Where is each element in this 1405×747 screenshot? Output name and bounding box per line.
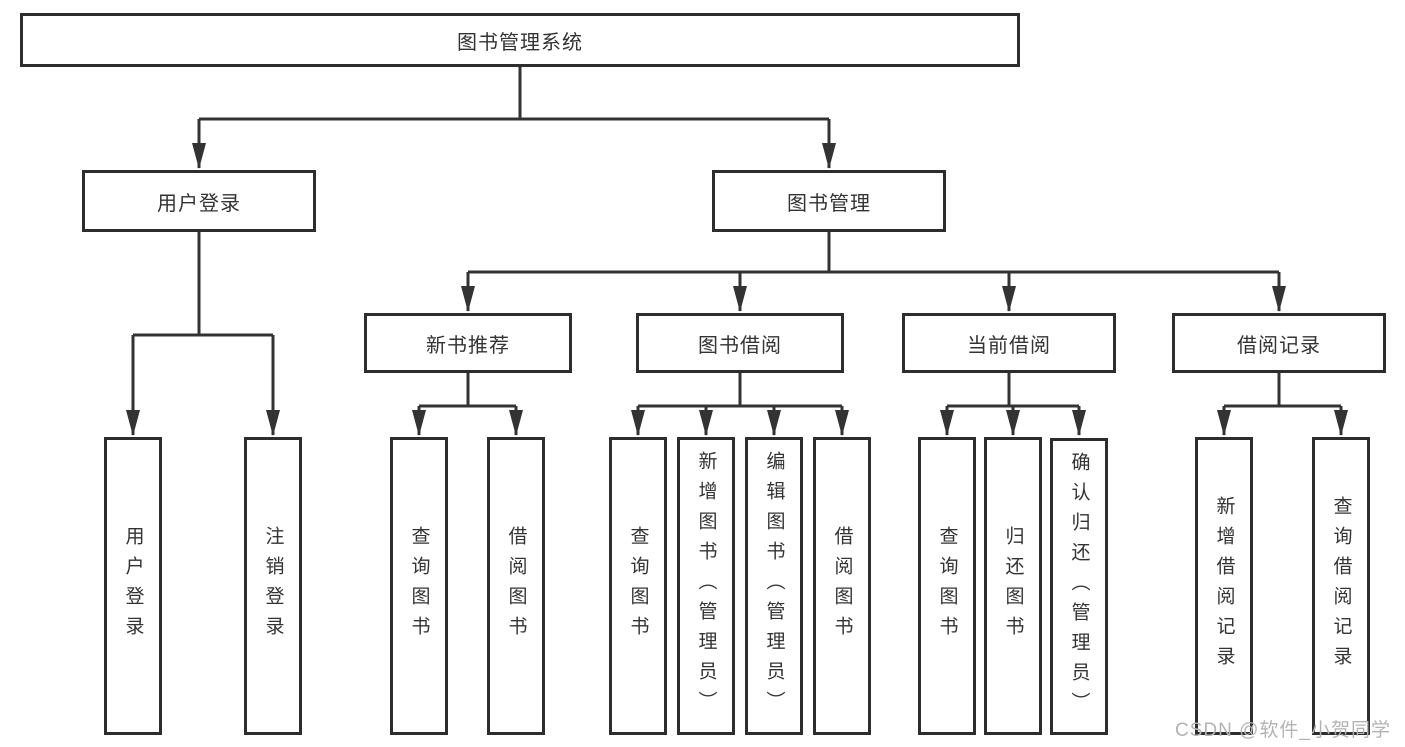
leaf-query-borrow-record-label: 查询借阅记录 [1330,496,1352,676]
leaf-recommend-borrow-book-label: 借阅图书 [505,526,527,646]
leaf-return-book: 归还图书 [984,437,1042,735]
node-current-borrowing-label: 当前借阅 [967,334,1051,357]
connector-borrow-to-leaves [631,373,849,436]
node-book-borrowing-label: 图书借阅 [698,334,782,357]
node-root: 图书管理系统 [20,13,1020,67]
leaf-add-borrow-record: 新增借阅记录 [1195,437,1253,735]
connector-root-to-level2 [192,67,836,169]
leaf-recommend-borrow-book: 借阅图书 [487,437,545,735]
connector-current-to-leaves [940,373,1086,436]
csdn-watermark: CSDN @软件_小贺同学 [1175,720,1391,741]
leaf-confirm-return-admin-label: 确认归还（管理员） [1068,451,1090,722]
node-borrowing-records-label: 借阅记录 [1237,334,1321,357]
node-user-login: 用户登录 [82,170,316,232]
leaf-edit-book-admin-label: 编辑图书（管理员） [763,451,785,721]
node-book-borrowing: 图书借阅 [636,313,844,373]
leaf-add-borrow-record-label: 新增借阅记录 [1213,496,1235,676]
connector-recommend-to-leaves [412,373,523,436]
leaf-recommend-query-book: 查询图书 [390,437,448,735]
node-new-book-recommend-label: 新书推荐 [426,334,510,357]
node-user-login-label: 用户登录 [157,192,241,215]
leaf-user-login-label: 用户登录 [122,526,144,646]
leaf-current-query-book: 查询图书 [918,437,976,735]
node-borrowing-records: 借阅记录 [1172,313,1386,373]
leaf-user-login: 用户登录 [104,437,162,735]
leaf-logout: 注销登录 [244,437,302,735]
leaf-borrow-query-book: 查询图书 [609,437,667,735]
leaf-return-book-label: 归还图书 [1002,526,1024,646]
leaf-current-query-book-label: 查询图书 [936,526,958,646]
leaf-borrow-borrow-book-label: 借阅图书 [831,526,853,646]
node-book-management-label: 图书管理 [787,192,871,215]
leaf-borrow-query-book-label: 查询图书 [627,526,649,646]
leaf-edit-book-admin: 编辑图书（管理员） [745,437,803,735]
leaf-borrow-borrow-book: 借阅图书 [813,437,871,735]
leaf-logout-label: 注销登录 [262,526,284,646]
connector-userlogin-to-leaves [126,231,280,436]
leaf-recommend-query-book-label: 查询图书 [408,526,430,646]
leaf-query-borrow-record: 查询借阅记录 [1312,437,1370,735]
connector-bookmgmt-to-level3 [461,231,1286,312]
connector-records-to-leaves [1217,373,1348,436]
leaf-confirm-return-admin: 确认归还（管理员） [1050,438,1108,735]
node-book-management: 图书管理 [712,170,946,232]
leaf-add-book-admin-label: 新增图书（管理员） [695,451,717,721]
node-new-book-recommend: 新书推荐 [364,313,572,373]
leaf-add-book-admin: 新增图书（管理员） [677,437,735,735]
node-current-borrowing: 当前借阅 [902,313,1116,373]
node-root-label: 图书管理系统 [457,31,583,54]
